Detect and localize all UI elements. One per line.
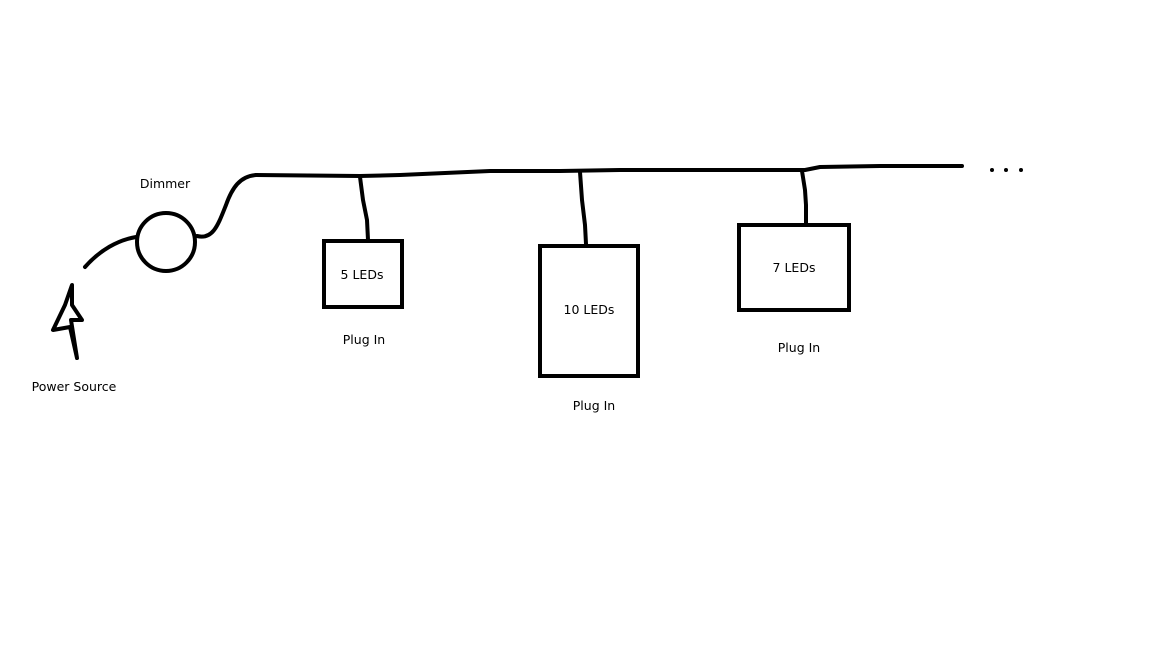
main-bus-wire — [254, 164, 964, 178]
led-device-label: 7 LEDs — [773, 260, 816, 275]
plug-in-label: Plug In — [778, 340, 820, 355]
dimmer-icon — [135, 211, 197, 273]
led-device-label: 5 LEDs — [341, 267, 384, 282]
power-to-dimmer-wire — [83, 235, 138, 269]
device-drop-wire — [358, 175, 370, 242]
led-device-box — [538, 244, 640, 378]
dimmer-label: Dimmer — [140, 176, 191, 191]
plug-in-label: Plug In — [573, 398, 615, 413]
continuation-ellipsis — [990, 168, 1023, 172]
led-device-box — [322, 239, 404, 309]
led-device-box — [737, 223, 851, 312]
power-source-label: Power Source — [32, 379, 117, 394]
led-device-label: 10 LEDs — [564, 302, 615, 317]
dimmer-to-bus-wire — [195, 173, 258, 239]
device-drop-wire — [578, 170, 588, 246]
plug-in-label: Plug In — [343, 332, 385, 347]
power-source-icon — [51, 283, 84, 360]
device-drop-wire — [800, 169, 808, 225]
